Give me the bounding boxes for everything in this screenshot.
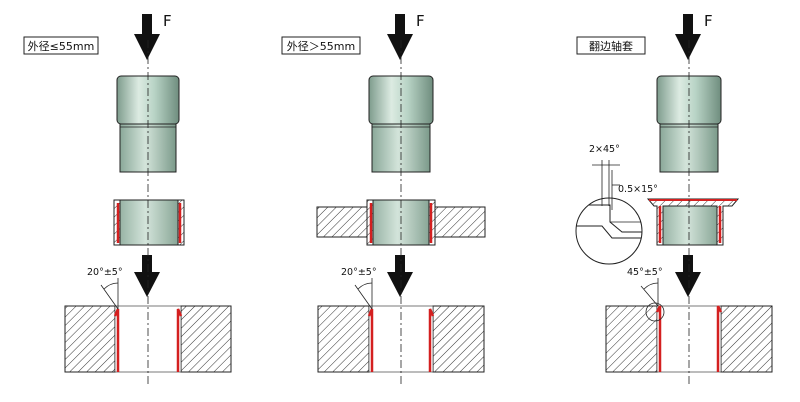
force-label: F	[416, 12, 425, 30]
housing	[64, 305, 232, 373]
case-3: 翻边轴套 F	[575, 12, 773, 385]
flanged-bushing-section	[646, 198, 740, 246]
push-arrow-icon	[387, 255, 413, 297]
push-arrow-icon	[675, 255, 701, 297]
force-label: F	[704, 12, 713, 30]
push-arrow-icon	[134, 255, 160, 297]
housing	[605, 302, 773, 373]
bushing-section	[113, 199, 185, 246]
case-label-text: 外径＞55mm	[287, 40, 355, 53]
chamfer-angle-dimension: 20°±5°	[341, 267, 377, 310]
chamfer-angle-dimension: 45°±5°	[627, 267, 663, 307]
chamfer-angle-label: 20°±5°	[341, 267, 377, 278]
case-label-text: 翻边轴套	[589, 39, 633, 53]
case-2: 外径＞55mm F	[281, 12, 486, 385]
chamfer-angle-label: 45°±5°	[627, 267, 663, 278]
detail-chamfer-a-label: 2×45°	[589, 144, 620, 155]
case-label-2: 外径＞55mm	[281, 36, 361, 55]
chamfer-angle-label: 20°±5°	[87, 267, 123, 278]
case-label-3: 翻边轴套	[576, 36, 646, 55]
case-1: 外径≤55mm F	[23, 12, 232, 385]
force-arrow-icon	[675, 14, 701, 60]
bushing-section-with-fixture	[316, 199, 486, 246]
force-label: F	[163, 12, 172, 30]
case-label-1: 外径≤55mm	[23, 36, 99, 55]
force-arrow-icon	[387, 14, 413, 60]
force-arrow-icon	[134, 14, 160, 60]
detail-chamfer-b-label: 0.5×15°	[618, 184, 658, 195]
case-label-text: 外径≤55mm	[28, 40, 95, 53]
detail-view: 2×45° 0.5×15°	[575, 144, 658, 265]
chamfer-angle-dimension: 20°±5°	[87, 267, 123, 310]
